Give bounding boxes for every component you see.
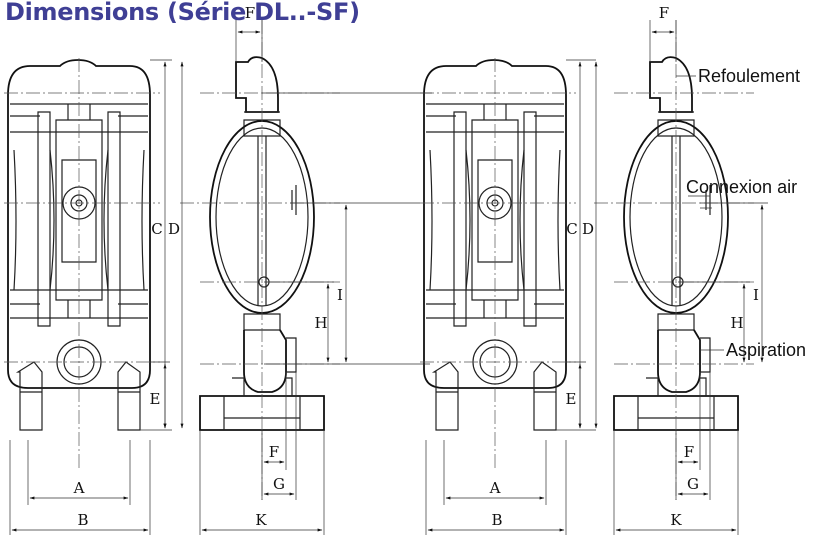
outlet-label: Refoulement <box>698 66 800 86</box>
air-connection-label: Connexion air <box>686 177 797 197</box>
dim-label-c-2: C <box>566 220 577 238</box>
dim-label-e: E <box>150 390 161 408</box>
dim-label-g-2: G <box>687 475 699 493</box>
dim-label-i: I <box>337 286 343 304</box>
dim-label-a-2: A <box>489 479 501 497</box>
dim-label-b: B <box>77 511 88 529</box>
dim-label-c: C <box>151 220 162 238</box>
dim-label-b-2: B <box>491 511 502 529</box>
dim-label-f-top-2: F <box>659 4 669 22</box>
dim-label-d-2: D <box>582 220 594 238</box>
inlet-label: Aspiration <box>726 340 806 360</box>
dim-label-f-top: F <box>245 4 255 22</box>
page-title: Dimensions (Série DL..-SF) <box>5 0 360 26</box>
dim-label-e-2: E <box>566 390 577 408</box>
dim-label-g: G <box>273 475 285 493</box>
dim-label-k-2: K <box>670 511 682 529</box>
dim-label-f: F <box>269 443 279 461</box>
dim-label-h-2: H <box>730 314 743 332</box>
dim-label-d: D <box>168 220 180 238</box>
dim-label-f-2: F <box>684 443 694 461</box>
dim-label-a: A <box>73 479 85 497</box>
dim-label-k: K <box>255 511 267 529</box>
dim-label-h: H <box>314 314 327 332</box>
dim-label-i-2: I <box>753 286 759 304</box>
